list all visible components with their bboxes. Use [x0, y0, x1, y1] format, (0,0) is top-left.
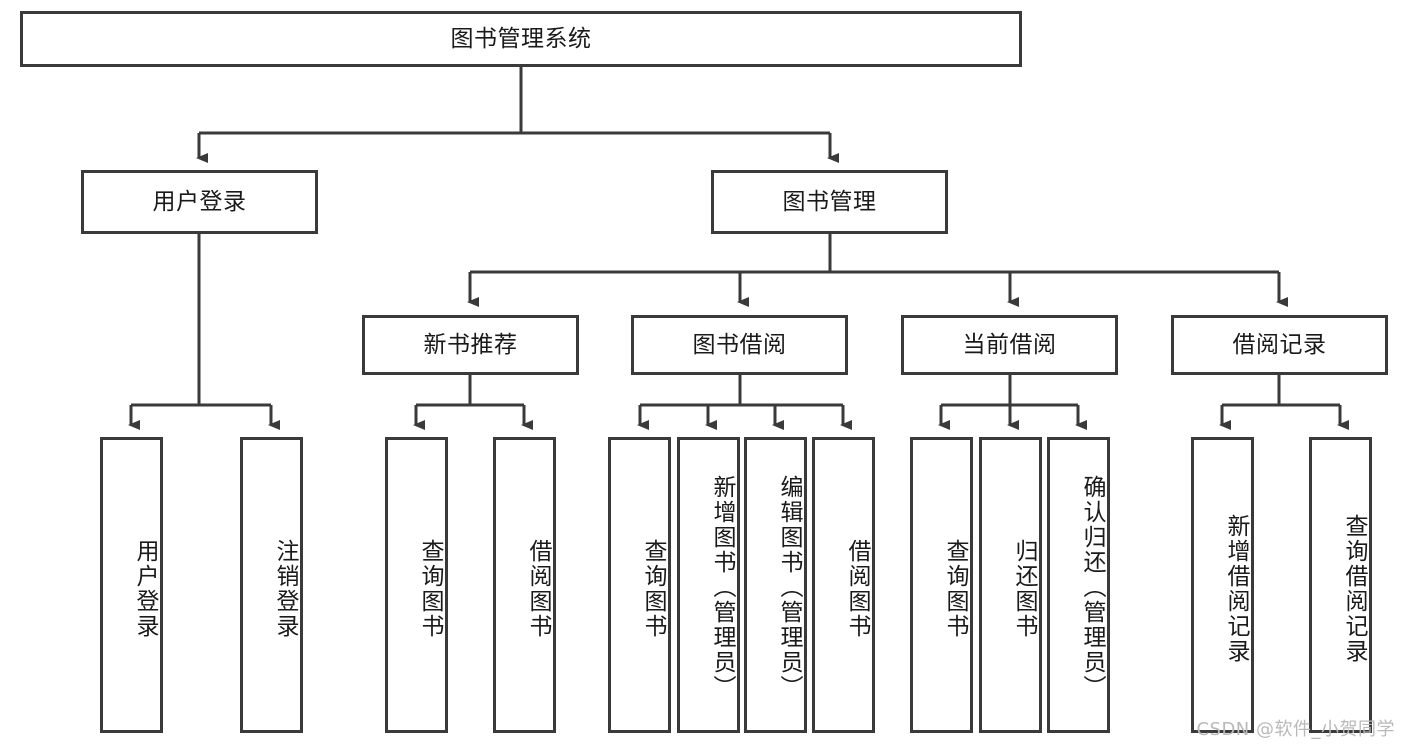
node-user-login-label: 用户登录	[152, 188, 247, 215]
node-leaf-query-borrow-record[interactable]: 查询借阅记录	[1309, 437, 1372, 733]
node-leaf-add-book-admin[interactable]: 新增图书（管理员）	[677, 437, 740, 733]
node-leaf-logout-label: 注销登录	[272, 539, 298, 639]
node-leaf-edit-book-admin-label: 编辑图书（管理员）	[776, 474, 802, 700]
node-new-book-recommend-label: 新书推荐	[423, 331, 518, 358]
node-borrow-record[interactable]: 借阅记录	[1171, 315, 1388, 375]
node-leaf-query-book-label: 查询图书	[640, 539, 666, 639]
node-leaf-query-book[interactable]: 查询图书	[608, 437, 671, 733]
node-leaf-return-book[interactable]: 归还图书	[979, 437, 1042, 733]
node-leaf-borrow-book-label: 借阅图书	[844, 539, 870, 639]
node-leaf-borrow-book[interactable]: 借阅图书	[812, 437, 875, 733]
node-leaf-user-login-label: 用户登录	[132, 539, 158, 639]
node-book-borrow[interactable]: 图书借阅	[631, 315, 848, 375]
node-new-book-recommend[interactable]: 新书推荐	[362, 315, 579, 375]
node-leaf-user-login[interactable]: 用户登录	[100, 437, 163, 733]
node-book-borrow-label: 图书借阅	[692, 331, 787, 358]
node-leaf-add-book-admin-label: 新增图书（管理员）	[709, 474, 735, 700]
node-leaf-query-book-rec-label: 查询图书	[417, 539, 443, 639]
node-leaf-logout[interactable]: 注销登录	[240, 437, 303, 733]
node-leaf-add-borrow-record[interactable]: 新增借阅记录	[1191, 437, 1254, 733]
node-leaf-add-borrow-record-label: 新增借阅记录	[1223, 514, 1249, 664]
node-leaf-query-borrow-record-label: 查询借阅记录	[1341, 514, 1367, 664]
node-leaf-edit-book-admin[interactable]: 编辑图书（管理员）	[744, 437, 807, 733]
node-leaf-borrow-book-rec[interactable]: 借阅图书	[493, 437, 556, 733]
node-leaf-return-book-label: 归还图书	[1011, 539, 1037, 639]
node-borrow-record-label: 借阅记录	[1232, 331, 1327, 358]
node-root[interactable]: 图书管理系统	[20, 11, 1022, 67]
node-leaf-borrow-book-rec-label: 借阅图书	[525, 539, 551, 639]
node-book-management-label: 图书管理	[782, 188, 877, 215]
node-leaf-confirm-return-admin-label: 确认归还（管理员）	[1079, 474, 1105, 700]
node-leaf-confirm-return-admin[interactable]: 确认归还（管理员）	[1047, 437, 1110, 733]
node-current-borrow-label: 当前借阅	[962, 331, 1057, 358]
node-leaf-query-book-current[interactable]: 查询图书	[910, 437, 973, 733]
node-root-label: 图书管理系统	[450, 25, 592, 52]
node-user-login[interactable]: 用户登录	[81, 170, 318, 234]
node-leaf-query-book-rec[interactable]: 查询图书	[385, 437, 448, 733]
node-book-management[interactable]: 图书管理	[711, 170, 948, 234]
node-current-borrow[interactable]: 当前借阅	[901, 315, 1118, 375]
node-leaf-query-book-current-label: 查询图书	[942, 539, 968, 639]
watermark: CSDN @软件_小贺同学	[1196, 719, 1395, 740]
